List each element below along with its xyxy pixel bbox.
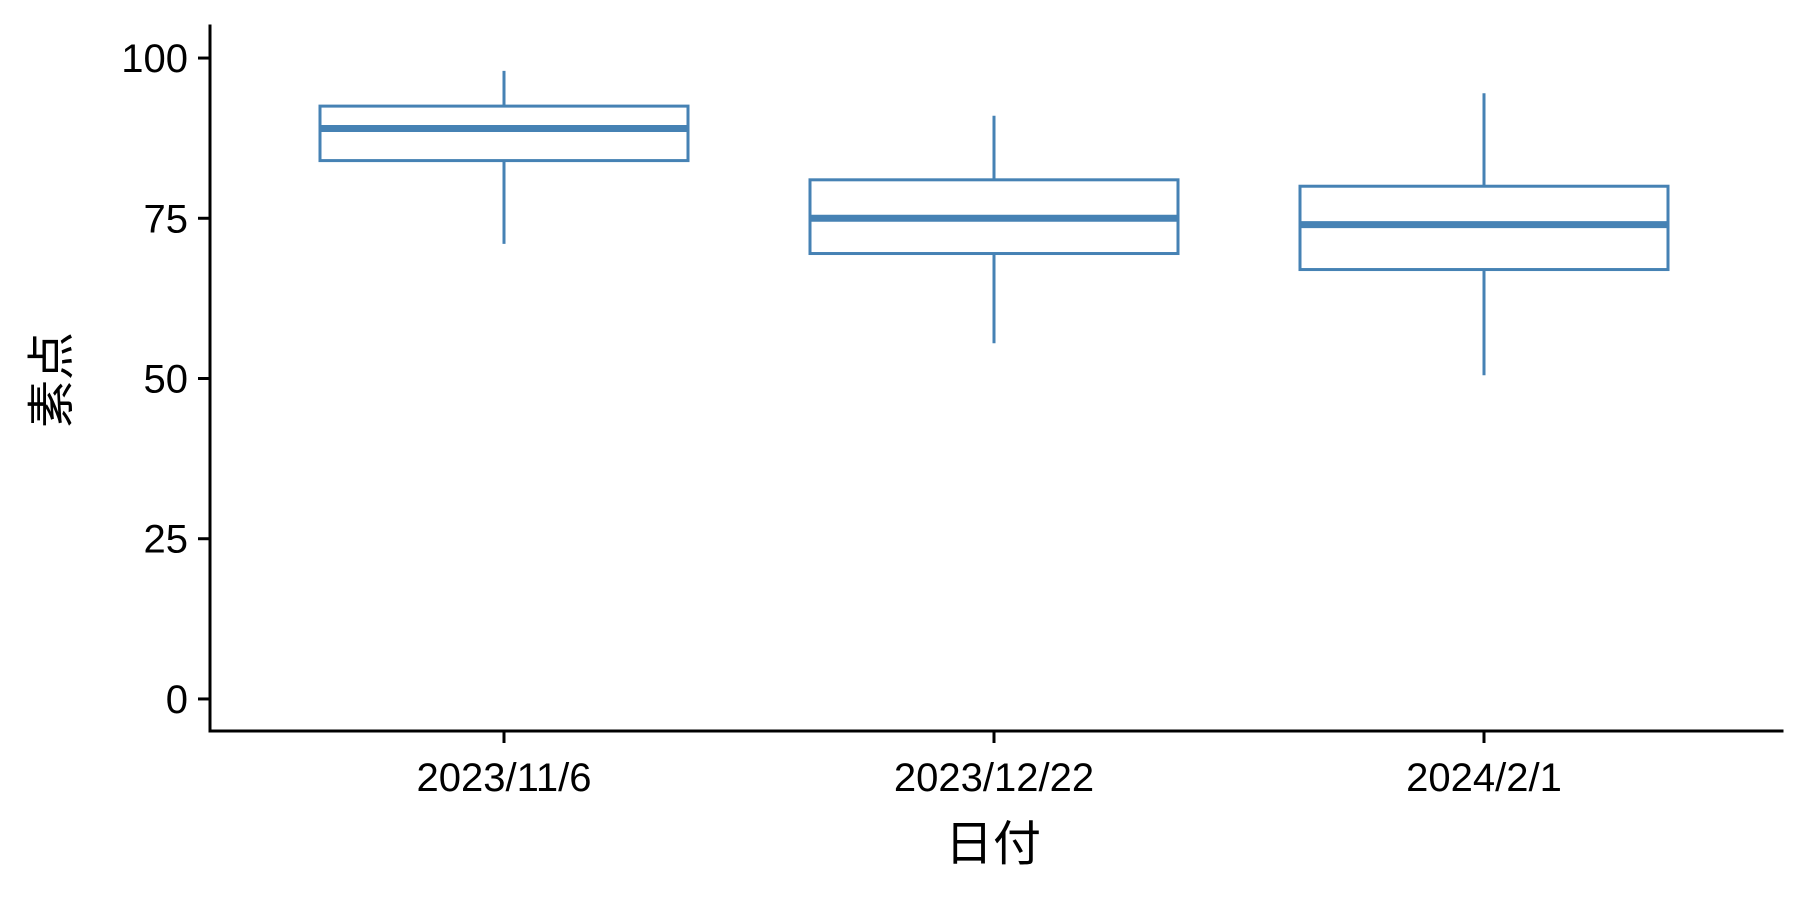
- x-tick-label: 2024/2/1: [1406, 756, 1562, 800]
- box-group: [808, 115, 1180, 344]
- y-tick-label: 75: [144, 197, 189, 241]
- box-group: [318, 70, 690, 244]
- x-tick-label: 2023/12/22: [894, 756, 1094, 800]
- y-tick-label: 0: [166, 678, 188, 722]
- y-axis-title: 素点: [24, 332, 80, 428]
- y-tick-label: 50: [144, 358, 189, 402]
- x-tick-label: 2023/11/6: [417, 756, 592, 800]
- boxes-layer: [318, 70, 1670, 376]
- y-tick-label: 100: [121, 37, 188, 81]
- iqr-box: [318, 104, 690, 163]
- axes-layer: 0 25 50 75 100 2023/11/6 2023/12/22 2024/2/1: [121, 24, 1784, 800]
- box-group: [1298, 93, 1670, 376]
- x-axis-title: 日付: [945, 816, 1041, 872]
- y-tick-label: 25: [144, 518, 189, 562]
